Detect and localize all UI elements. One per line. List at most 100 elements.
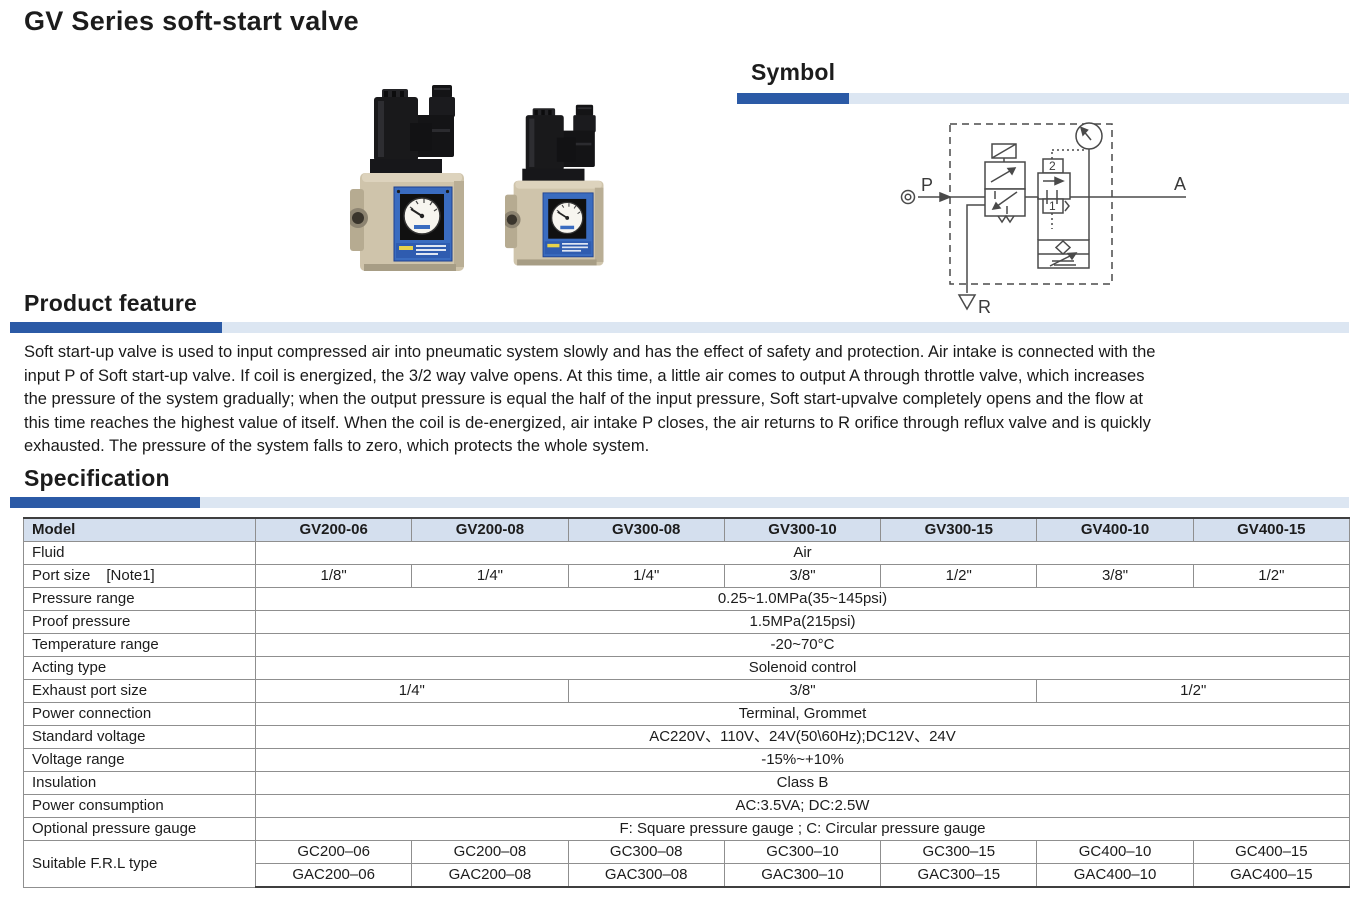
row-label: Fluid [23, 541, 256, 565]
valve-illustration-large [348, 85, 464, 271]
table-row-voltage-range: Voltage range -15%~+10% [23, 748, 1350, 772]
table-header-row: Model GV200-06 GV200-08 GV300-08 GV300-1… [23, 517, 1351, 542]
brand-sticker [544, 241, 592, 255]
spec-value-cell: Terminal, Grommet [255, 702, 1350, 726]
brand-sticker [396, 243, 450, 258]
header-model-col: GV300-10 [723, 517, 882, 542]
spec-value-cell: GAC400–10 [1036, 863, 1194, 888]
spring-icon [997, 214, 1015, 224]
blue-front-panel [542, 192, 594, 258]
pressure-gauge-icon [1075, 122, 1103, 197]
feature-line: exhausted. The pressure of the system fa… [24, 437, 650, 456]
table-row-suitable-frl-gc: Suitable F.R.L type GC200–06 GC200–08 GC… [23, 840, 1351, 888]
table-row-fluid: Fluid Air [23, 541, 1350, 565]
spec-value-cell: AC220V、110V、24V(50\60Hz);DC12V、24V [255, 725, 1350, 749]
feature-accent-bar-dark [10, 322, 222, 333]
spec-value-cell: 1/4" [255, 679, 569, 703]
spec-value-cell: AC:3.5VA; DC:2.5W [255, 794, 1350, 818]
feature-accent-bar [10, 322, 1349, 333]
product-feature-heading: Product feature [24, 290, 197, 316]
port-p-icon [900, 189, 916, 205]
exhaust-branch [957, 204, 985, 311]
header-model-col: GV200-06 [254, 517, 413, 542]
spec-value-cell: 1/2" [1036, 679, 1350, 703]
specification-heading: Specification [24, 465, 170, 491]
row-label: Voltage range [23, 748, 256, 772]
note-ref: [Note1] [106, 567, 155, 584]
solenoid-coil [525, 108, 576, 171]
spec-value-cell: GC300–08 [567, 840, 725, 864]
spec-accent-bar [10, 497, 1349, 508]
spec-value-cell: GC200–08 [411, 840, 569, 864]
page-title: GV Series soft-start valve [24, 6, 359, 36]
header-model-col: GV400-15 [1192, 517, 1351, 542]
header-model-col: GV300-15 [880, 517, 1038, 542]
spec-value-cell: Class B [255, 771, 1350, 795]
product-photo-large [348, 85, 475, 280]
spec-value-cell: GC300–10 [723, 840, 882, 864]
spec-value-cell: GC400–15 [1192, 840, 1351, 864]
row-label: Temperature range [23, 633, 256, 657]
valve-manifold [370, 159, 442, 175]
header-model: Model [23, 517, 256, 542]
table-row-proof-pressure: Proof pressure 1.5MPa(215psi) [23, 610, 1350, 634]
specification-table: Model GV200-06 GV200-08 GV300-08 GV300-1… [23, 517, 1351, 888]
table-row-power-connection: Power connection Terminal, Grommet [23, 702, 1350, 726]
table-row-power-consumption: Power consumption AC:3.5VA; DC:2.5W [23, 794, 1350, 818]
pressure-gauge [400, 194, 444, 240]
header-model-col: GV200-08 [411, 517, 569, 542]
spec-value-cell: GC400–10 [1036, 840, 1194, 864]
spec-accent-bar-dark [10, 497, 200, 508]
row-label: Power consumption [23, 794, 256, 818]
spec-value-cell: 1/8" [254, 564, 413, 588]
spec-value-cell: 0.25~1.0MPa(35~145psi) [255, 587, 1350, 611]
port-r-label: R [978, 297, 991, 317]
spec-value-cell: -20~70°C [255, 633, 1350, 657]
port-p-label: P [921, 175, 933, 195]
row-label: Suitable F.R.L type [23, 840, 256, 888]
spec-value-cell: GAC200–08 [411, 863, 569, 888]
table-row-acting-type: Acting type Solenoid control [23, 656, 1350, 680]
throttle-check-valve-symbol [1037, 197, 1090, 269]
row-label: Port size[Note1] [23, 564, 256, 588]
spec-value-cell: GAC200–06 [254, 863, 413, 888]
spec-value-cell: 3/8" [723, 564, 882, 588]
spec-value-cell: GAC400–15 [1192, 863, 1351, 888]
symbol-accent-bar [737, 93, 1349, 104]
header-model-col: GV400-10 [1036, 517, 1194, 542]
row-label: Exhaust port size [23, 679, 256, 703]
spec-value-cell: -15%~+10% [255, 748, 1350, 772]
valve-manifold [522, 168, 585, 183]
blue-front-panel [393, 186, 453, 262]
header-model-col: GV300-08 [567, 517, 725, 542]
feature-line: Soft start-up valve is used to input com… [24, 343, 1156, 361]
spec-value-cell: 3/8" [567, 679, 1038, 703]
table-row-exhaust-port-size: Exhaust port size 1/4" 3/8" 1/2" [23, 679, 1350, 703]
pneumatic-symbol-diagram: P A R 2 1 [888, 110, 1200, 327]
table-row-insulation: Insulation Class B [23, 771, 1350, 795]
row-label: Pressure range [23, 587, 256, 611]
row-label: Insulation [23, 771, 256, 795]
spec-value-cell: F: Square pressure gauge ; C: Circular p… [255, 817, 1350, 841]
pressure-gauge [548, 198, 587, 239]
product-photo-small [503, 104, 613, 274]
spec-value-cell: 1/2" [1192, 564, 1351, 588]
feature-paragraph: Soft start-up valve is used to input com… [24, 341, 1155, 459]
solenoid-valve-symbol [984, 143, 1026, 224]
feature-line: this time reaches the highest value of i… [24, 413, 1151, 432]
feature-line: the pressure of the system gradually; wh… [24, 390, 1143, 409]
pos-2-label: 2 [1049, 159, 1056, 173]
row-label: Proof pressure [23, 610, 256, 634]
spec-value-cell: GC300–15 [880, 840, 1038, 864]
spec-value-cell: GAC300–08 [567, 863, 725, 888]
spec-value-cell: 1.5MPa(215psi) [255, 610, 1350, 634]
spec-value-cell: Air [255, 541, 1350, 565]
feature-line: input P of Soft start-up valve. If coil … [24, 366, 1145, 385]
solenoid-coil [374, 89, 432, 161]
spec-value-cell: 1/4" [411, 564, 569, 588]
pos-1-label: 1 [1049, 199, 1056, 213]
spec-value-cell: 1/2" [880, 564, 1038, 588]
symbol-svg: P A R 2 1 [900, 122, 1186, 317]
port-a-label: A [1174, 174, 1186, 194]
